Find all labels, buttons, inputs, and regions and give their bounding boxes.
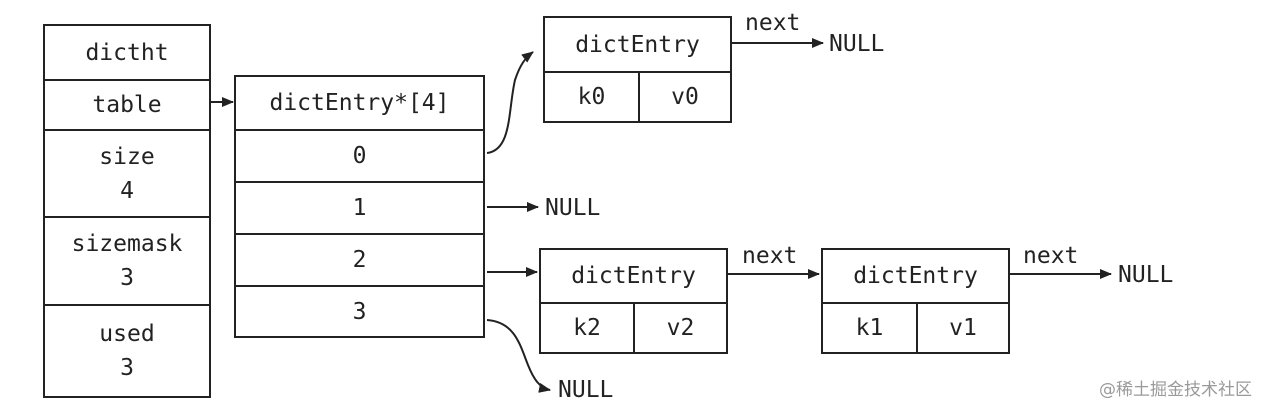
arrow-slot3-null <box>486 319 551 393</box>
dict-entry-divider <box>545 71 730 73</box>
dictht-sizemask-value: 3 <box>120 265 134 291</box>
dictht-divider <box>45 79 209 81</box>
dictht-size-label: size <box>99 143 155 170</box>
dict-entry-value-text: v0 <box>671 84 699 110</box>
next-label: next <box>745 10 801 36</box>
dict-entry-key-text: k1 <box>855 315 884 341</box>
dictht-used-field: used 3 <box>45 306 209 396</box>
table-array-divider <box>236 285 483 287</box>
dictht-table-field: table <box>45 81 209 129</box>
dict-entry-title-text: dictEntry <box>853 263 978 289</box>
table-slot-1: 1 <box>236 183 483 233</box>
next-label: next <box>742 243 798 269</box>
dictht-divider <box>45 129 209 131</box>
dictht-divider <box>45 216 209 218</box>
arrow-slot0-to-entry <box>486 51 534 154</box>
dictht-sizemask-field: sizemask 3 <box>45 218 209 304</box>
dict-entry-divider <box>823 302 1008 304</box>
dictht-table-label: table <box>92 92 162 118</box>
table-slot-3: 3 <box>236 287 483 336</box>
dict-entry-k1: dictEntry k1 v1 <box>821 248 1010 354</box>
dictht-title: dictht <box>45 26 209 79</box>
dict-entry-value: v1 <box>918 304 1008 352</box>
dict-entry-k2: dictEntry k2 v2 <box>539 248 728 354</box>
dictht-divider <box>45 304 209 306</box>
null-label: NULL <box>558 377 614 403</box>
dict-entry-key: k2 <box>541 304 633 352</box>
table-slot-label: 2 <box>352 247 367 273</box>
dict-entry-title: dictEntry <box>545 18 730 71</box>
dict-entry-divider <box>916 304 918 352</box>
null-label: NULL <box>829 31 885 57</box>
next-label: next <box>1023 243 1079 269</box>
dictht-struct: dictht table size 4 sizemask 3 used 3 <box>43 24 211 398</box>
table-slot-label: 0 <box>352 143 367 169</box>
table-array-divider <box>236 233 483 235</box>
table-slot-0: 0 <box>236 131 483 181</box>
dictht-sizemask-label: sizemask <box>71 231 183 257</box>
dictht-title-text: dictht <box>85 39 169 66</box>
dictht-used-value: 3 <box>120 355 134 381</box>
table-array-header: dictEntry*[4] <box>236 77 483 129</box>
dict-entry-divider <box>541 302 726 304</box>
dict-entry-k0: dictEntry k0 v0 <box>543 16 732 123</box>
watermark: @稀土掘金技术社区 <box>1099 380 1252 400</box>
dict-entry-title-text: dictEntry <box>571 263 696 289</box>
dict-entry-key: k1 <box>823 304 916 352</box>
null-label: NULL <box>1118 262 1174 288</box>
table-array-divider <box>236 181 483 183</box>
dict-entry-value-text: v2 <box>666 315 695 341</box>
table-slot-label: 3 <box>352 298 367 325</box>
table-array: dictEntry*[4] 0 1 2 3 <box>234 75 485 338</box>
dict-entry-key-text: k0 <box>577 84 606 110</box>
table-array-divider <box>236 129 483 131</box>
dict-entry-value: v0 <box>640 73 730 121</box>
dict-entry-key-text: k2 <box>573 315 601 341</box>
dict-entry-divider <box>638 73 640 121</box>
table-slot-2: 2 <box>236 235 483 285</box>
table-slot-label: 1 <box>352 195 367 221</box>
dict-entry-key: k0 <box>545 73 638 121</box>
dict-entry-title: dictEntry <box>541 250 726 302</box>
dict-entry-title: dictEntry <box>823 250 1008 302</box>
dictht-used-label: used <box>99 321 155 347</box>
null-label: NULL <box>545 195 601 221</box>
dictht-size-field: size 4 <box>45 131 209 216</box>
dictht-size-value: 4 <box>120 177 134 204</box>
dict-entry-value-text: v1 <box>949 315 977 341</box>
table-array-header-text: dictEntry*[4] <box>269 90 450 116</box>
dict-entry-value: v2 <box>635 304 726 352</box>
dict-entry-title-text: dictEntry <box>575 31 700 58</box>
dict-entry-divider <box>633 304 635 352</box>
